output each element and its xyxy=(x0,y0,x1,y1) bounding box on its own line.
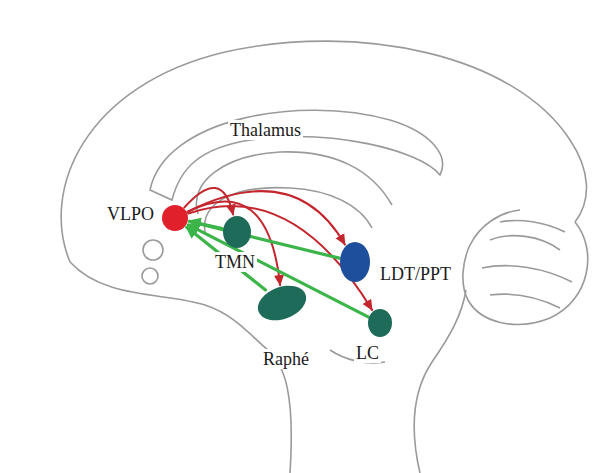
nucleus-ellipse xyxy=(368,309,392,337)
nucleus-fill xyxy=(368,309,392,337)
brain-nucleus: Raphé xyxy=(257,287,307,319)
nucleus-fill xyxy=(340,242,370,282)
nucleus-label: VLPO xyxy=(105,204,156,224)
region-label: Thalamus xyxy=(228,120,303,140)
nucleus-fill xyxy=(162,205,188,231)
brain-nucleus: LC xyxy=(368,309,392,337)
nucleus-fill xyxy=(253,279,311,326)
nucleus-ellipse xyxy=(257,287,307,319)
inhibitory-projection xyxy=(188,201,281,285)
brain-sagittal-section xyxy=(61,41,588,473)
nucleus-ellipse xyxy=(223,216,251,248)
nucleus-circle xyxy=(162,205,188,231)
nucleus-label: LC xyxy=(354,343,381,363)
nucleus-label: LDT/PPT xyxy=(378,264,453,284)
nucleus-fill xyxy=(223,216,251,248)
brain-nucleus: VLPO xyxy=(162,205,188,231)
nucleus-label: Raphé xyxy=(261,349,311,369)
nucleus-label: TMN xyxy=(213,252,257,272)
brain-nucleus: TMN xyxy=(223,216,251,248)
nucleus-ellipse xyxy=(340,242,370,282)
brain-nucleus: LDT/PPT xyxy=(340,242,370,282)
